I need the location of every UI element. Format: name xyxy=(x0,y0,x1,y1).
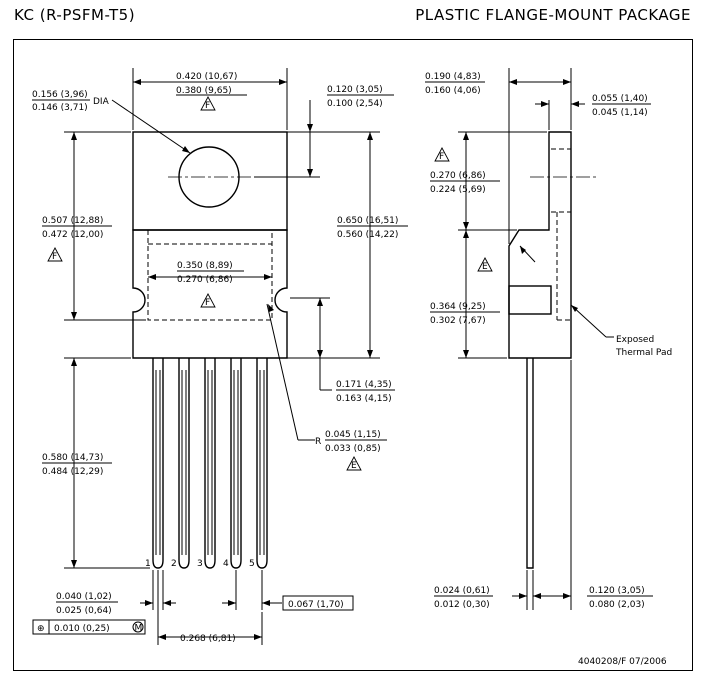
side-package-outline xyxy=(508,131,572,359)
lead-width-max: 0.040 (1,02) xyxy=(56,592,112,602)
side-thermal-pad xyxy=(508,285,552,315)
header-right-title: PLASTIC FLANGE-MOUNT PACKAGE xyxy=(415,6,691,24)
overall-thickness-min: 0.160 (4,06) xyxy=(425,86,481,96)
tab-thickness-max: 0.055 (1,40) xyxy=(592,94,648,104)
lead-offset-min: 0.080 (2,03) xyxy=(589,600,645,610)
hole-dia-min: 0.146 (3,71) xyxy=(32,103,88,113)
lead-thickness-max: 0.024 (0,61) xyxy=(434,586,490,596)
lead-length-min: 0.484 (12,29) xyxy=(42,467,103,477)
tab-height-max: 0.507 (12,88) xyxy=(42,216,103,226)
pad-width-note: F xyxy=(205,298,210,308)
lead-offset-max: 0.120 (3,05) xyxy=(589,586,645,596)
side-view xyxy=(425,68,653,610)
lead-pitch-value: 0.067 (1,70) xyxy=(288,600,344,610)
overall-width-min: 0.380 (9,65) xyxy=(176,86,232,96)
hole-dia-label: DIA xyxy=(93,97,110,107)
body-height-min: 0.560 (14,22) xyxy=(337,230,398,240)
lead-width-min: 0.025 (0,64) xyxy=(56,606,112,616)
tab-height-min: 0.472 (12,00) xyxy=(42,230,103,240)
lead-length-max: 0.580 (14,73) xyxy=(42,453,103,463)
lead-span-value: 0.268 (6,81) xyxy=(180,634,236,644)
position-tolerance-value: 0.010 (0,25) xyxy=(54,624,110,634)
pad-height-min: 0.302 (7,67) xyxy=(430,316,486,326)
position-tolerance-symbol: ⊕ xyxy=(37,624,45,634)
front-thermal-pad xyxy=(147,230,273,321)
pad-width-max: 0.350 (8,89) xyxy=(177,261,233,271)
notch-radius-prefix: R xyxy=(315,437,321,447)
pad-height-max: 0.364 (9,25) xyxy=(430,302,486,312)
tab-section-note: F xyxy=(439,152,444,162)
pad-label-line2: Thermal Pad xyxy=(615,348,672,358)
notch-radius-min: 0.033 (0,85) xyxy=(325,444,381,454)
pin-label-1: 1 xyxy=(145,559,151,569)
notch-to-base-min: 0.163 (4,15) xyxy=(336,394,392,404)
hole-offset-min: 0.100 (2,54) xyxy=(327,99,383,109)
tab-height-note: F xyxy=(52,252,57,262)
front-leads xyxy=(152,358,268,569)
overall-width-max: 0.420 (10,67) xyxy=(176,72,237,82)
pad-width-min: 0.270 (6,86) xyxy=(177,275,233,285)
position-tolerance-frame xyxy=(32,619,146,635)
notch-radius-max: 0.045 (1,15) xyxy=(325,430,381,440)
notch-to-base-max: 0.171 (4,35) xyxy=(336,380,392,390)
tab-thickness-min: 0.045 (1,14) xyxy=(592,108,648,118)
tab-section-min: 0.224 (5,69) xyxy=(430,185,486,195)
position-tolerance-modifier: M xyxy=(135,624,143,634)
overall-width-note: F xyxy=(205,101,210,111)
front-view xyxy=(32,68,408,645)
hole-offset-max: 0.120 (3,05) xyxy=(327,85,383,95)
hole-dia-max: 0.156 (3,96) xyxy=(32,90,88,100)
overall-thickness-max: 0.190 (4,83) xyxy=(425,72,481,82)
drawing-frame xyxy=(13,39,693,671)
doc-number: 4040208/F 07/2006 xyxy=(578,657,667,667)
side-lead xyxy=(526,358,534,569)
tab-section-max: 0.270 (6,86) xyxy=(430,171,486,181)
pin-label-5: 5 xyxy=(249,559,255,569)
lead-pitch-box xyxy=(282,595,354,611)
lead-thickness-min: 0.012 (0,30) xyxy=(434,600,490,610)
pin-label-2: 2 xyxy=(171,559,177,569)
front-body-outline xyxy=(132,229,288,359)
body-height-max: 0.650 (16,51) xyxy=(337,216,398,226)
notch-radius-note: E xyxy=(351,461,357,471)
header-left-title: KC (R-PSFM-T5) xyxy=(14,6,136,24)
pin-label-3: 3 xyxy=(197,559,203,569)
pad-note: E xyxy=(482,262,488,272)
pad-label-line1: Exposed xyxy=(616,335,654,345)
pin-label-4: 4 xyxy=(223,559,229,569)
